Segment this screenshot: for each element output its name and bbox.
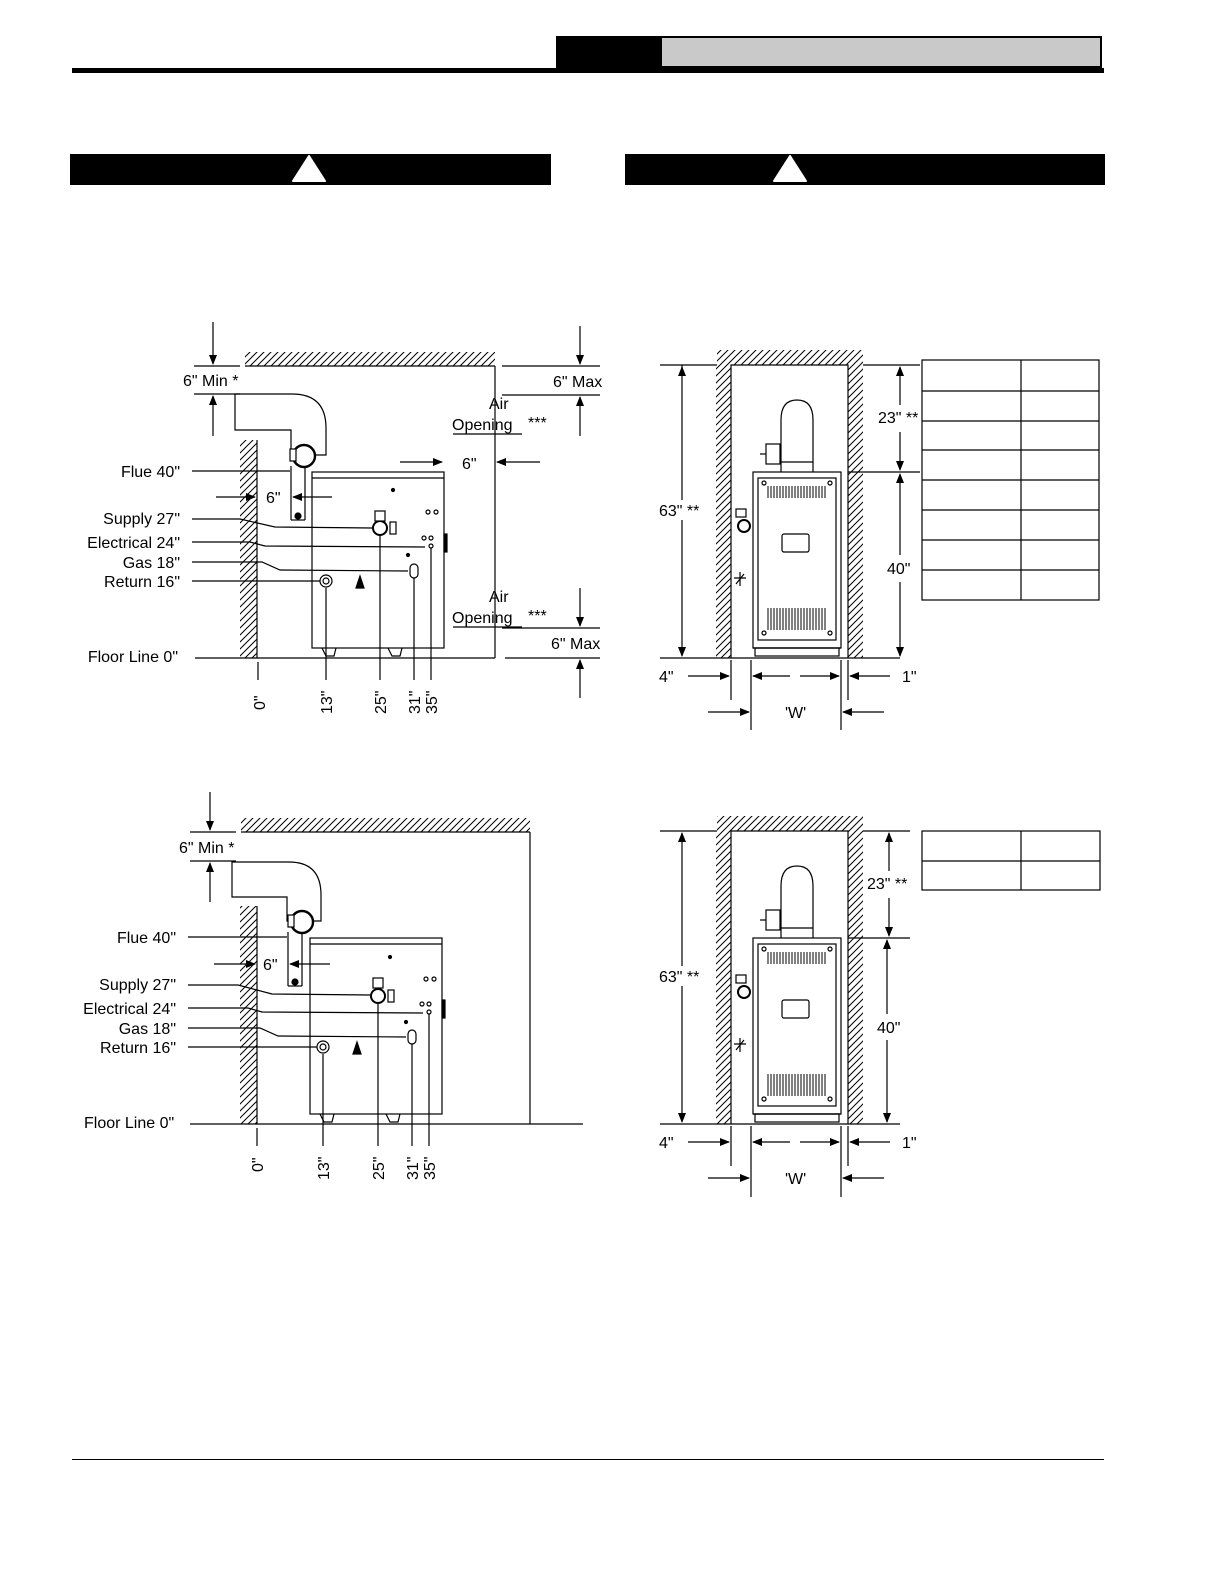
left-clearance-label: 4" xyxy=(659,669,674,686)
top-right-labels: 63" ** 23" ** 40" 4" 1" 'W' xyxy=(659,410,918,722)
floor-line-label: Floor Line 0" xyxy=(88,649,178,666)
x-tick-label: 13" xyxy=(319,691,336,714)
air-opening-2-label: Air xyxy=(489,589,509,606)
header-grey-tab xyxy=(660,36,1102,68)
total-height-label: 63" ** xyxy=(659,503,699,520)
electrical-label: Electrical 24" xyxy=(87,535,180,552)
bottom-left-clearance-diagram xyxy=(188,792,583,1146)
side-clearance-label: 6" xyxy=(462,456,477,473)
x-tick-label: 0" xyxy=(252,695,269,710)
air-opening-2-label: Opening xyxy=(452,610,513,627)
x-tick-label: 13" xyxy=(316,1157,333,1180)
top-clearance-label: 6" Min * xyxy=(179,840,234,857)
top-left-labels: 6" Min * 6" Max Air Opening *** 6" 6" Fl… xyxy=(87,373,602,714)
lower-height-label: 40" xyxy=(887,561,910,578)
supply-label: Supply 27" xyxy=(99,977,176,994)
warning-bar-right xyxy=(625,154,1105,185)
back-clearance-label: 6" xyxy=(266,490,281,507)
width-label: 'W' xyxy=(785,1171,806,1188)
x-tick-label: 35" xyxy=(424,691,441,714)
warning-triangle-icon xyxy=(773,155,807,182)
flue-label: Flue 40" xyxy=(117,930,176,947)
bottom-left-labels: 6" Min * 6" Flue 40" Supply 27" Electric… xyxy=(83,840,439,1180)
air-opening-1-label: Opening xyxy=(452,417,513,434)
upper-height-label: 23" ** xyxy=(878,410,918,427)
bottom-right-alcove-diagram xyxy=(660,816,1101,1197)
air-opening-1-mark: *** xyxy=(528,415,547,432)
x-tick-label: 25" xyxy=(371,1157,388,1180)
bottom-air-max-label: 6" Max xyxy=(551,636,600,653)
gas-label: Gas 18" xyxy=(123,555,180,572)
right-clearance-label: 1" xyxy=(902,1135,917,1152)
footer-rule xyxy=(72,1459,1104,1460)
warning-bar-left xyxy=(70,154,551,185)
x-tick-label: 31" xyxy=(407,691,424,714)
top-right-alcove-diagram xyxy=(660,350,1100,730)
x-tick-label: 25" xyxy=(373,691,390,714)
header-rule xyxy=(72,68,1104,73)
warning-triangle-icon xyxy=(292,155,326,182)
return-label: Return 16" xyxy=(100,1040,176,1057)
flue-label: Flue 40" xyxy=(121,464,180,481)
x-tick-label: 35" xyxy=(422,1157,439,1180)
return-label: Return 16" xyxy=(104,574,180,591)
x-tick-label: 0" xyxy=(250,1157,267,1172)
x-tick-label: 31" xyxy=(405,1157,422,1180)
top-left-clearance-diagram xyxy=(192,322,600,698)
floor-line-label: Floor Line 0" xyxy=(84,1115,174,1132)
header-black-tab xyxy=(556,36,660,70)
lower-height-label: 40" xyxy=(877,1020,900,1037)
upper-height-label: 23" ** xyxy=(867,876,907,893)
top-clearance-label: 6" Min * xyxy=(183,373,238,390)
electrical-label: Electrical 24" xyxy=(83,1001,176,1018)
back-clearance-label: 6" xyxy=(263,957,278,974)
left-clearance-label: 4" xyxy=(659,1135,674,1152)
total-height-label: 63" ** xyxy=(659,969,699,986)
air-opening-1-label: Air xyxy=(489,396,509,413)
top-air-max-label: 6" Max xyxy=(553,374,602,391)
gas-label: Gas 18" xyxy=(119,1021,176,1038)
bottom-right-labels: 63" ** 23" ** 40" 4" 1" 'W' xyxy=(659,876,917,1188)
right-clearance-label: 1" xyxy=(902,669,917,686)
supply-label: Supply 27" xyxy=(103,511,180,528)
width-label: 'W' xyxy=(785,705,806,722)
air-opening-2-mark: *** xyxy=(528,608,547,625)
